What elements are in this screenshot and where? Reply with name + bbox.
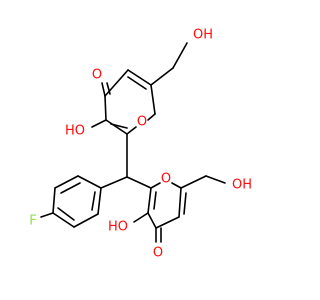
atom-label-o: O [161, 172, 171, 187]
bottom-pyranone-ring [133, 175, 226, 243]
bond [73, 213, 99, 228]
bond [205, 175, 226, 184]
atom-label-oh: OH [193, 28, 213, 43]
bond [40, 212, 54, 218]
bond [147, 187, 152, 214]
bond [91, 191, 96, 211]
atom-label-o: O [137, 115, 147, 130]
atom-label-f: F [29, 214, 36, 229]
bond [153, 191, 157, 210]
bond [54, 175, 79, 189]
bond [150, 67, 174, 86]
bond [60, 182, 81, 194]
top-pyranone-ring [91, 42, 188, 135]
bond [133, 212, 149, 223]
structure-svg: O HO O OH O OH HO O F [29, 28, 252, 261]
bond [52, 212, 75, 228]
bond [147, 113, 156, 121]
bond [127, 76, 147, 90]
fluorophenyl-ring [40, 175, 102, 228]
bond [150, 84, 156, 115]
bond [105, 119, 128, 135]
bond [104, 95, 107, 121]
central-carbon [100, 133, 152, 189]
atom-label-oh: OH [232, 178, 252, 193]
atom-labels: O HO O OH O OH HO O F [29, 28, 252, 261]
atom-label-o: O [153, 246, 163, 261]
bond [52, 187, 56, 214]
bond [101, 82, 106, 97]
bond [127, 69, 152, 86]
bond [57, 207, 75, 221]
bond [77, 175, 102, 189]
atom-label-o: O [92, 68, 102, 83]
bond [178, 187, 182, 218]
bond [180, 175, 207, 189]
molecule-diagram: O HO O OH O OH HO O F [29, 28, 252, 261]
bond [147, 212, 157, 229]
bond [155, 216, 180, 229]
bond [150, 182, 161, 189]
bond [106, 82, 111, 95]
bond [126, 126, 137, 135]
bond [97, 187, 102, 215]
bond [91, 119, 107, 128]
bond [172, 42, 188, 69]
bond [110, 123, 128, 129]
bond [100, 176, 128, 189]
atom-label-ho: HO [65, 124, 85, 139]
atom-label-ho: HO [108, 220, 128, 235]
bond [126, 176, 152, 189]
bond [171, 182, 182, 189]
bond [183, 192, 187, 215]
bond [104, 69, 129, 97]
